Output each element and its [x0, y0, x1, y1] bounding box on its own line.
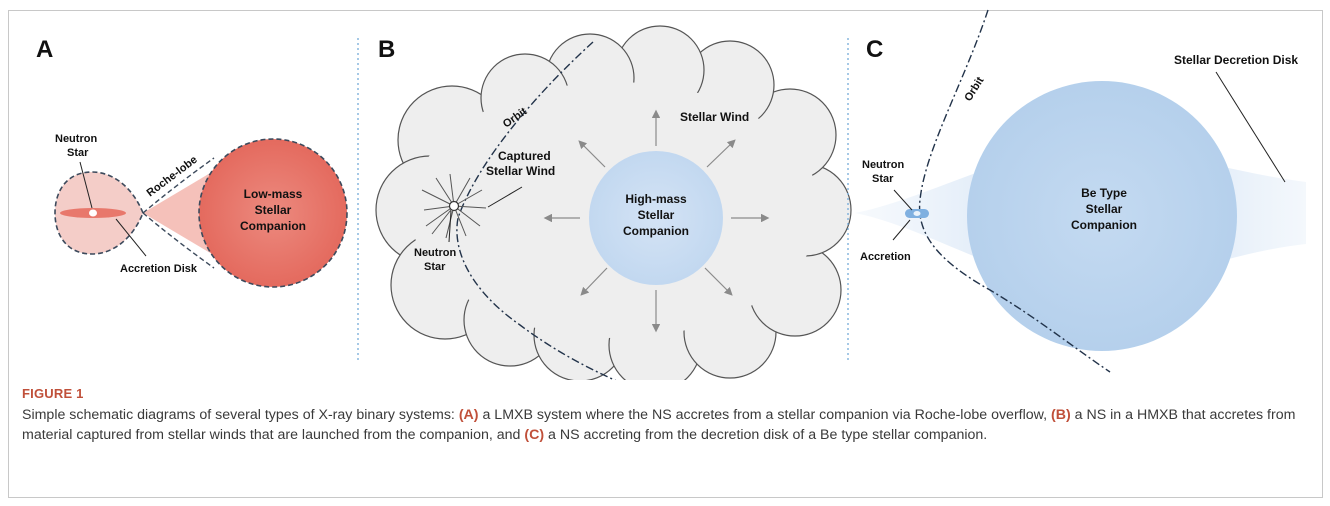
caption-ref-c: (C): [524, 427, 545, 443]
captured-wind-spikes: [421, 173, 487, 239]
captured-wind-pointer: [487, 186, 523, 208]
label-be-1: Be Type: [1081, 186, 1127, 200]
figure-label: FIGURE 1: [22, 386, 84, 401]
caption-text: Simple schematic diagrams of several typ…: [22, 405, 1312, 445]
label-low-mass-2: Stellar: [255, 203, 292, 217]
label-neutron-star-a-1: Neutron: [55, 133, 97, 145]
label-neutron-star-b-1: Neutron: [414, 247, 456, 259]
roche-lobe-upper-edge: [142, 157, 215, 214]
label-captured-2: Stellar Wind: [486, 164, 555, 178]
stellar-wind-arrows: [543, 109, 770, 333]
figure-frame: [8, 10, 1323, 498]
caption-text-c: a NS accreting from the decretion disk o…: [544, 427, 988, 443]
caption-text-b: a NS in a HMXB that accretes from materi…: [22, 407, 1296, 443]
label-neutron-star-a-2: Star: [67, 147, 89, 159]
panel-b-letter: B: [378, 36, 395, 63]
label-neutron-star-b-2: Star: [424, 261, 446, 273]
caption-ref-a: (A): [458, 407, 479, 423]
label-decretion-disk: Stellar Decretion Disk: [1174, 53, 1298, 67]
figure-caption: FIGURE 1 Simple schematic diagrams of se…: [22, 386, 1312, 445]
neutron-star-c-pointer: [893, 189, 913, 211]
caption-intro: Simple schematic diagrams of several typ…: [22, 407, 459, 423]
label-be-2: Stellar: [1086, 202, 1123, 216]
low-mass-companion: [198, 138, 348, 288]
orbit-b: [456, 41, 617, 380]
orbit-c: [918, 9, 1111, 373]
label-low-mass-3: Companion: [240, 219, 306, 233]
label-high-mass-2: Stellar: [638, 208, 675, 222]
figure-top-band: [9, 11, 1322, 33]
label-be-3: Companion: [1071, 218, 1137, 232]
be-companion: [967, 81, 1237, 351]
label-accretion: Accretion: [860, 251, 911, 263]
panel-a: A Neutron Star Roche-lobe Low-mass Stell…: [36, 36, 348, 288]
panel-a-letter: A: [36, 36, 53, 63]
label-captured-1: Captured: [498, 149, 551, 163]
label-stellar-wind: Stellar Wind: [680, 110, 749, 124]
panel-b: B: [375, 25, 852, 380]
label-high-mass-1: High-mass: [625, 192, 687, 206]
neutron-star-a: [89, 209, 97, 217]
panel-c: C Orbit Stellar Decretion Disk Neutron S…: [855, 9, 1306, 373]
caption-text-a: a LMXB system where the NS accretes from…: [478, 407, 1052, 423]
accretion-pointer: [892, 219, 911, 241]
caption-ref-b: (B): [1051, 407, 1071, 423]
label-accretion-disk: Accretion Disk: [120, 263, 198, 275]
panel-c-letter: C: [866, 36, 883, 63]
neutron-star-c-core: [913, 211, 921, 216]
label-high-mass-3: Companion: [623, 224, 689, 238]
decretion-disk-pointer: [1215, 71, 1286, 183]
neutron-star-b: [448, 200, 460, 212]
label-orbit-c: Orbit: [962, 75, 986, 104]
label-neutron-star-c-1: Neutron: [862, 159, 904, 171]
neutron-star-b-pointer: [448, 210, 452, 243]
label-low-mass-1: Low-mass: [244, 187, 303, 201]
figure-illustration: A Neutron Star Roche-lobe Low-mass Stell…: [36, 9, 1306, 380]
high-mass-companion: [589, 151, 723, 285]
neutron-star-a-pointer: [79, 161, 93, 209]
roche-lobe-lower-edge: [142, 212, 215, 269]
label-neutron-star-c-2: Star: [872, 173, 894, 185]
accretion-disk-pointer: [115, 218, 147, 257]
